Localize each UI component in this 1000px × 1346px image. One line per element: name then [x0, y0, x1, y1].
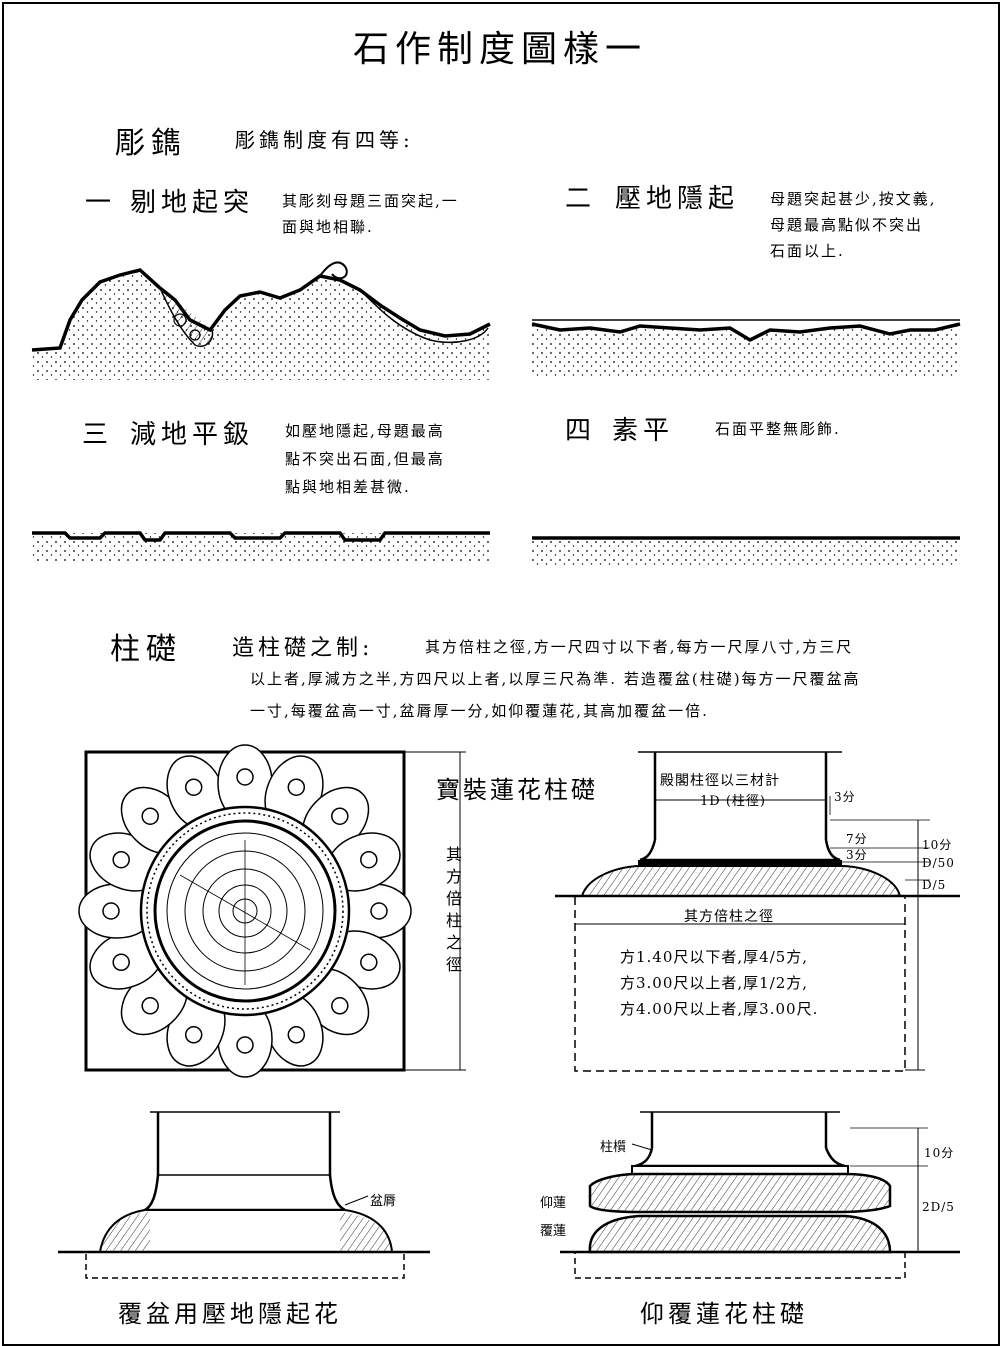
fupen-caption: 覆盆用壓地隱起花 [118, 1300, 342, 1328]
petal-scroll [112, 850, 130, 869]
dim-3fen: 3分 [846, 848, 868, 862]
type-1-desc-line2: 面與地相聯. [282, 218, 374, 236]
yangfu-elevation [560, 1111, 960, 1279]
dim-d5: D/5 [922, 878, 947, 892]
petal-scroll [360, 850, 378, 869]
type-3-desc-line3: 點與地相差甚微. [285, 478, 411, 496]
petal-scroll [370, 902, 388, 920]
yangfu-caption: 仰覆蓮花柱礎 [640, 1300, 808, 1328]
dim-7fen: 7分 [846, 832, 868, 846]
type-2-desc-line2: 母題最高點似不突出 [770, 216, 924, 234]
dim-3fen-top: 3分 [834, 790, 856, 804]
page-title: 石作制度圖樣一 [352, 29, 647, 70]
petal-scroll [360, 953, 378, 972]
lotus-base-section [555, 751, 960, 1072]
zhuchu-text-line1: 其方倍柱之徑,方一尺四寸以下者,每方一尺厚八寸,方三尺 [425, 638, 854, 656]
type-4-desc-line1: 石面平整無彫飾. [715, 420, 841, 438]
type-1-name: 剔地起突 [130, 188, 255, 218]
baozhuang-title: 寶裝蓮花柱礎 [436, 776, 598, 804]
zhuchu-text-line3: 一寸,每覆盆高一寸,盆脣厚一分,如仰覆蓮花,其高加覆盆一倍. [250, 702, 709, 720]
relief-profile-2 [531, 319, 961, 378]
type-3-num: 三 [82, 420, 114, 450]
section-subheading-zhuchu: 造柱礎之制: [232, 636, 374, 661]
dim-10fen: 10分 [922, 838, 953, 852]
relief-profile-3 [32, 531, 490, 563]
type-3-name: 減地平鈒 [130, 420, 255, 450]
petal-scroll [184, 778, 203, 796]
petal-scroll [287, 1026, 306, 1044]
section-subheading-diaoliu: 彫鐫制度有四等: [235, 128, 414, 152]
base-note-3: 方4.00尺以上者,厚3.00尺. [620, 1000, 819, 1018]
yangfu-dim-10fen: 10分 [924, 1146, 955, 1160]
relief-profile-1 [31, 261, 491, 380]
type-1-desc-line1: 其彫刻母題三面突起,一 [282, 192, 459, 210]
base-width-label: 其方倍柱之徑 [684, 909, 774, 925]
zhuchu-text-line2: 以上者,厚減方之半,方四尺以上者,以厚三尺為準. 若造覆盆(柱礎)每方一尺覆盆高 [250, 670, 861, 688]
yangfu-label-yanglian: 仰蓮 [540, 1196, 567, 1211]
relief-profile-4 [532, 536, 960, 566]
section-heading-diaoliu: 彫鐫 [115, 126, 187, 161]
column-label: 殿閣柱徑以三材計 [660, 773, 780, 789]
fupen-elevation [58, 1111, 430, 1279]
dim-d50: D/50 [922, 856, 955, 870]
type-2-desc-line1: 母題突起甚少,按文義, [770, 190, 937, 208]
petal-scroll [102, 902, 120, 920]
base-note-2: 方3.00尺以上者,厚1/2方, [620, 974, 809, 992]
type-3-desc-line2: 點不突出石面,但最高 [285, 450, 445, 468]
type-2-desc-line3: 石面以上. [770, 242, 845, 260]
yangfu-label-zhizhi: 柱櫍 [600, 1140, 627, 1155]
petal-scroll [331, 997, 349, 1015]
type-3-desc-line1: 如壓地隱起,母題最高 [285, 422, 445, 440]
yangfu-dim-2d5: 2D/5 [922, 1200, 955, 1214]
petal-scroll [112, 953, 130, 972]
fupen-lip-label: 盆脣 [370, 1194, 397, 1209]
petal-scroll [184, 1026, 203, 1044]
type-1-num: 一 [85, 188, 117, 218]
baozhuang-side-label: 其方倍柱之徑 [443, 846, 462, 978]
lotus-base-plan [78, 744, 412, 1078]
plan-dimension [404, 751, 466, 1071]
type-4-num: 四 [565, 416, 597, 446]
type-4-name: 素平 [612, 416, 675, 446]
section-heading-zhuchu: 柱礎 [110, 632, 182, 667]
petal-scroll [141, 997, 159, 1015]
petal-scroll [141, 807, 159, 825]
column-dim: 1D (柱徑) [700, 794, 766, 809]
petal-scroll [236, 768, 254, 786]
petal-scroll [287, 778, 306, 796]
type-2-num: 二 [565, 184, 597, 214]
yangfu-label-fulian: 覆蓮 [540, 1224, 567, 1239]
type-2-name: 壓地隱起 [615, 184, 740, 214]
petal-scroll [236, 1036, 254, 1054]
base-note-1: 方1.40尺以下者,厚4/5方, [620, 948, 809, 966]
petal-scroll [331, 807, 349, 825]
